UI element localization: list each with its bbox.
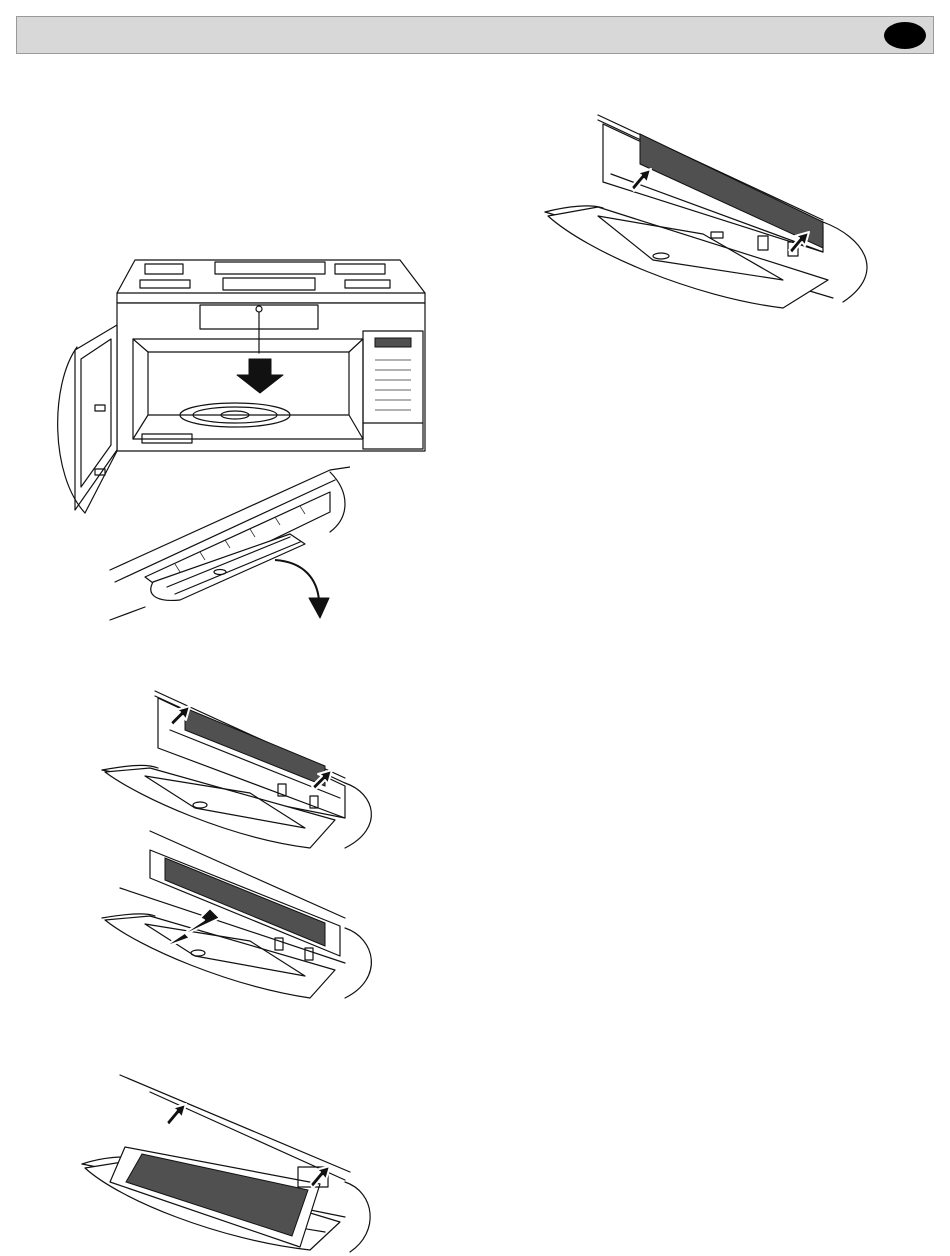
language-badge (884, 22, 926, 49)
page-header-bar (16, 16, 934, 54)
charcoal-filter-installed-illustration (543, 112, 885, 316)
vent-grille-open-illustration (105, 462, 350, 622)
charcoal-filter-insert-illustration (80, 1072, 380, 1256)
charcoal-filter-pull-out-illustration (100, 828, 380, 1003)
